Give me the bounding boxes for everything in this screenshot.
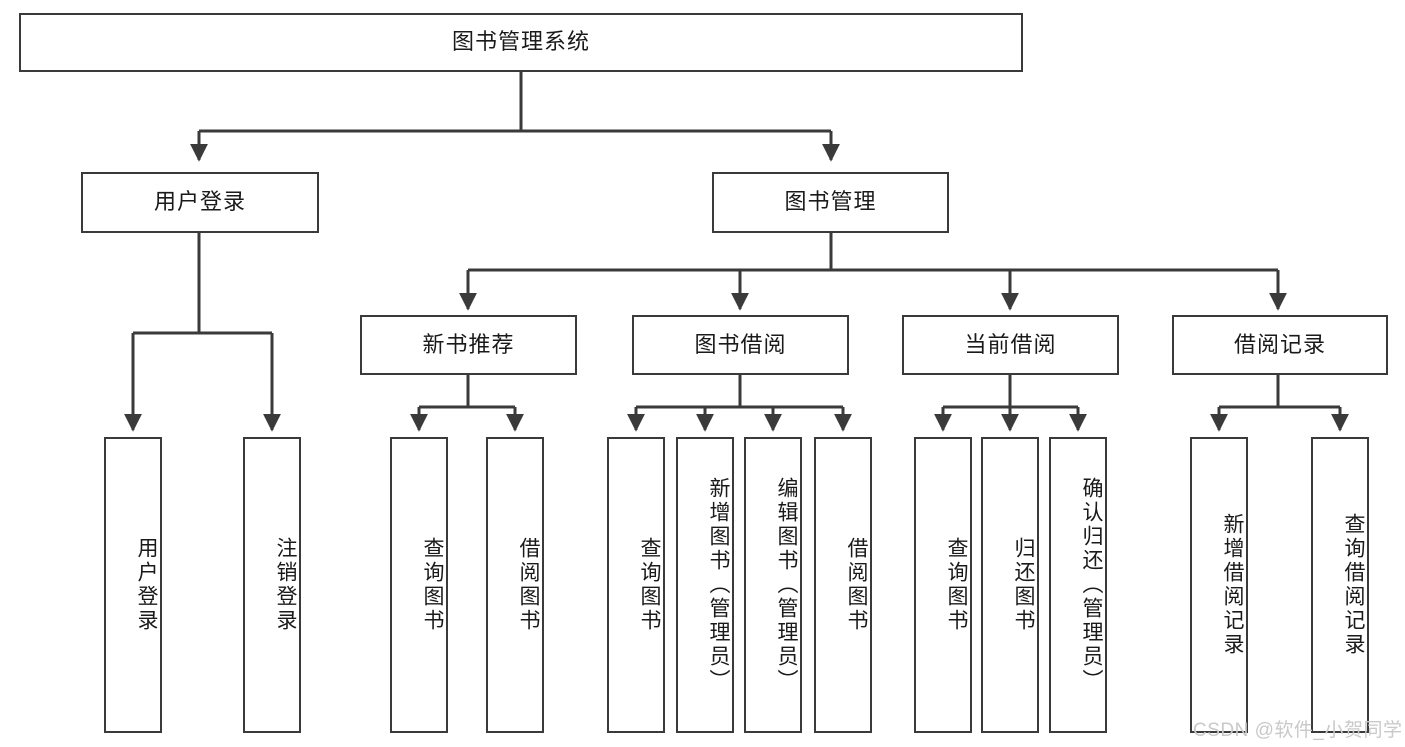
node-label: 查询图书	[638, 537, 661, 633]
node-label: 借阅图书	[517, 537, 540, 633]
leaf-return-book[interactable]: 归还图书	[981, 437, 1039, 733]
node-label: 借阅记录	[1233, 331, 1326, 357]
leaf-borrow-book-2[interactable]: 借阅图书	[814, 437, 872, 733]
node-label: 注销登录	[274, 537, 297, 633]
leaf-query-record[interactable]: 查询借阅记录	[1311, 437, 1369, 733]
leaf-query-book-3[interactable]: 查询图书	[914, 437, 972, 733]
leaf-borrow-book-1[interactable]: 借阅图书	[486, 437, 544, 733]
node-label: 当前借阅	[964, 331, 1057, 357]
leaf-add-book[interactable]: 新增图书（管理员）	[676, 437, 734, 733]
node-label: 编辑图书（管理员）	[775, 477, 798, 693]
leaf-user-login[interactable]: 用户登录	[104, 437, 162, 733]
node-borrow-record[interactable]: 借阅记录	[1172, 315, 1388, 375]
leaf-query-book-2[interactable]: 查询图书	[607, 437, 665, 733]
leaf-add-record[interactable]: 新增借阅记录	[1190, 437, 1248, 733]
leaf-query-book-1[interactable]: 查询图书	[390, 437, 448, 733]
node-label: 确认归还（管理员）	[1080, 477, 1103, 693]
node-label: 图书管理	[784, 189, 877, 215]
node-label: 新增借阅记录	[1221, 513, 1244, 657]
leaf-edit-book[interactable]: 编辑图书（管理员）	[744, 437, 802, 733]
node-label: 新书推荐	[422, 331, 515, 357]
node-label: 查询借阅记录	[1342, 513, 1365, 657]
node-book-management-system[interactable]: 图书管理系统	[19, 13, 1023, 72]
node-label: 新增图书（管理员）	[707, 477, 730, 693]
watermark-text: CSDN @软件_小贺同学	[1193, 720, 1403, 741]
node-label: 图书管理系统	[451, 29, 590, 55]
node-book-borrow[interactable]: 图书借阅	[632, 315, 849, 375]
node-user-login[interactable]: 用户登录	[81, 172, 319, 233]
node-label: 用户登录	[153, 189, 246, 215]
leaf-confirm-return[interactable]: 确认归还（管理员）	[1049, 437, 1107, 733]
node-label: 图书借阅	[694, 331, 787, 357]
node-book-management[interactable]: 图书管理	[712, 172, 949, 233]
node-label: 查询图书	[421, 537, 444, 633]
node-current-borrow[interactable]: 当前借阅	[902, 315, 1119, 375]
node-label: 查询图书	[945, 537, 968, 633]
leaf-logout-login[interactable]: 注销登录	[243, 437, 301, 733]
node-label: 借阅图书	[845, 537, 868, 633]
node-label: 归还图书	[1012, 537, 1035, 633]
node-label: 用户登录	[135, 537, 158, 633]
node-new-book-recommend[interactable]: 新书推荐	[360, 315, 577, 375]
